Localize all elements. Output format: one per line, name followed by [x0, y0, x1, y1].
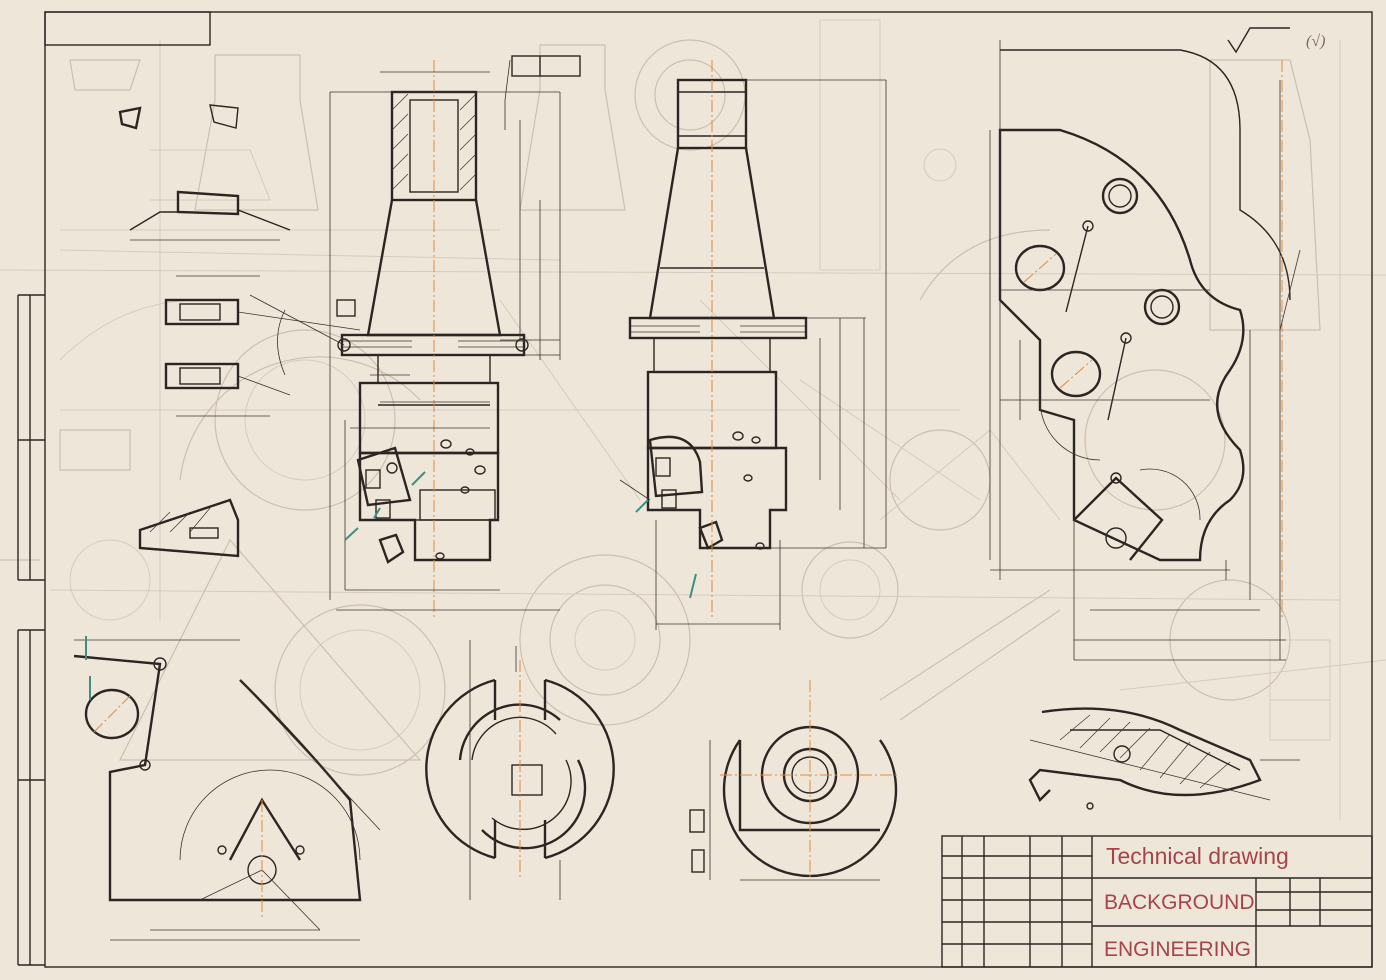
title-block-title: Technical drawing	[1106, 843, 1289, 869]
title-block-line-1: BACKGROUND	[1104, 891, 1255, 914]
left-detail-sketches	[118, 104, 361, 558]
roughness-note: (√)	[1306, 33, 1326, 50]
angled-cutter-section-view	[1028, 707, 1300, 810]
tool-holder-section-view	[249, 55, 581, 620]
insert-pocket-detail-view	[73, 636, 381, 941]
surface-roughness-symbol	[1227, 27, 1290, 54]
background-ghost-layer	[0, 19, 1386, 820]
tool-holder-exterior-view	[619, 60, 887, 630]
holder-end-view	[689, 680, 900, 881]
cutter-body-detail-view	[989, 40, 1301, 661]
title-block-line-2: ENGINEERING	[1104, 938, 1252, 961]
title-block	[941, 835, 1373, 968]
sheet-frame	[17, 11, 1373, 968]
shell-mill-top-view	[425, 640, 615, 900]
